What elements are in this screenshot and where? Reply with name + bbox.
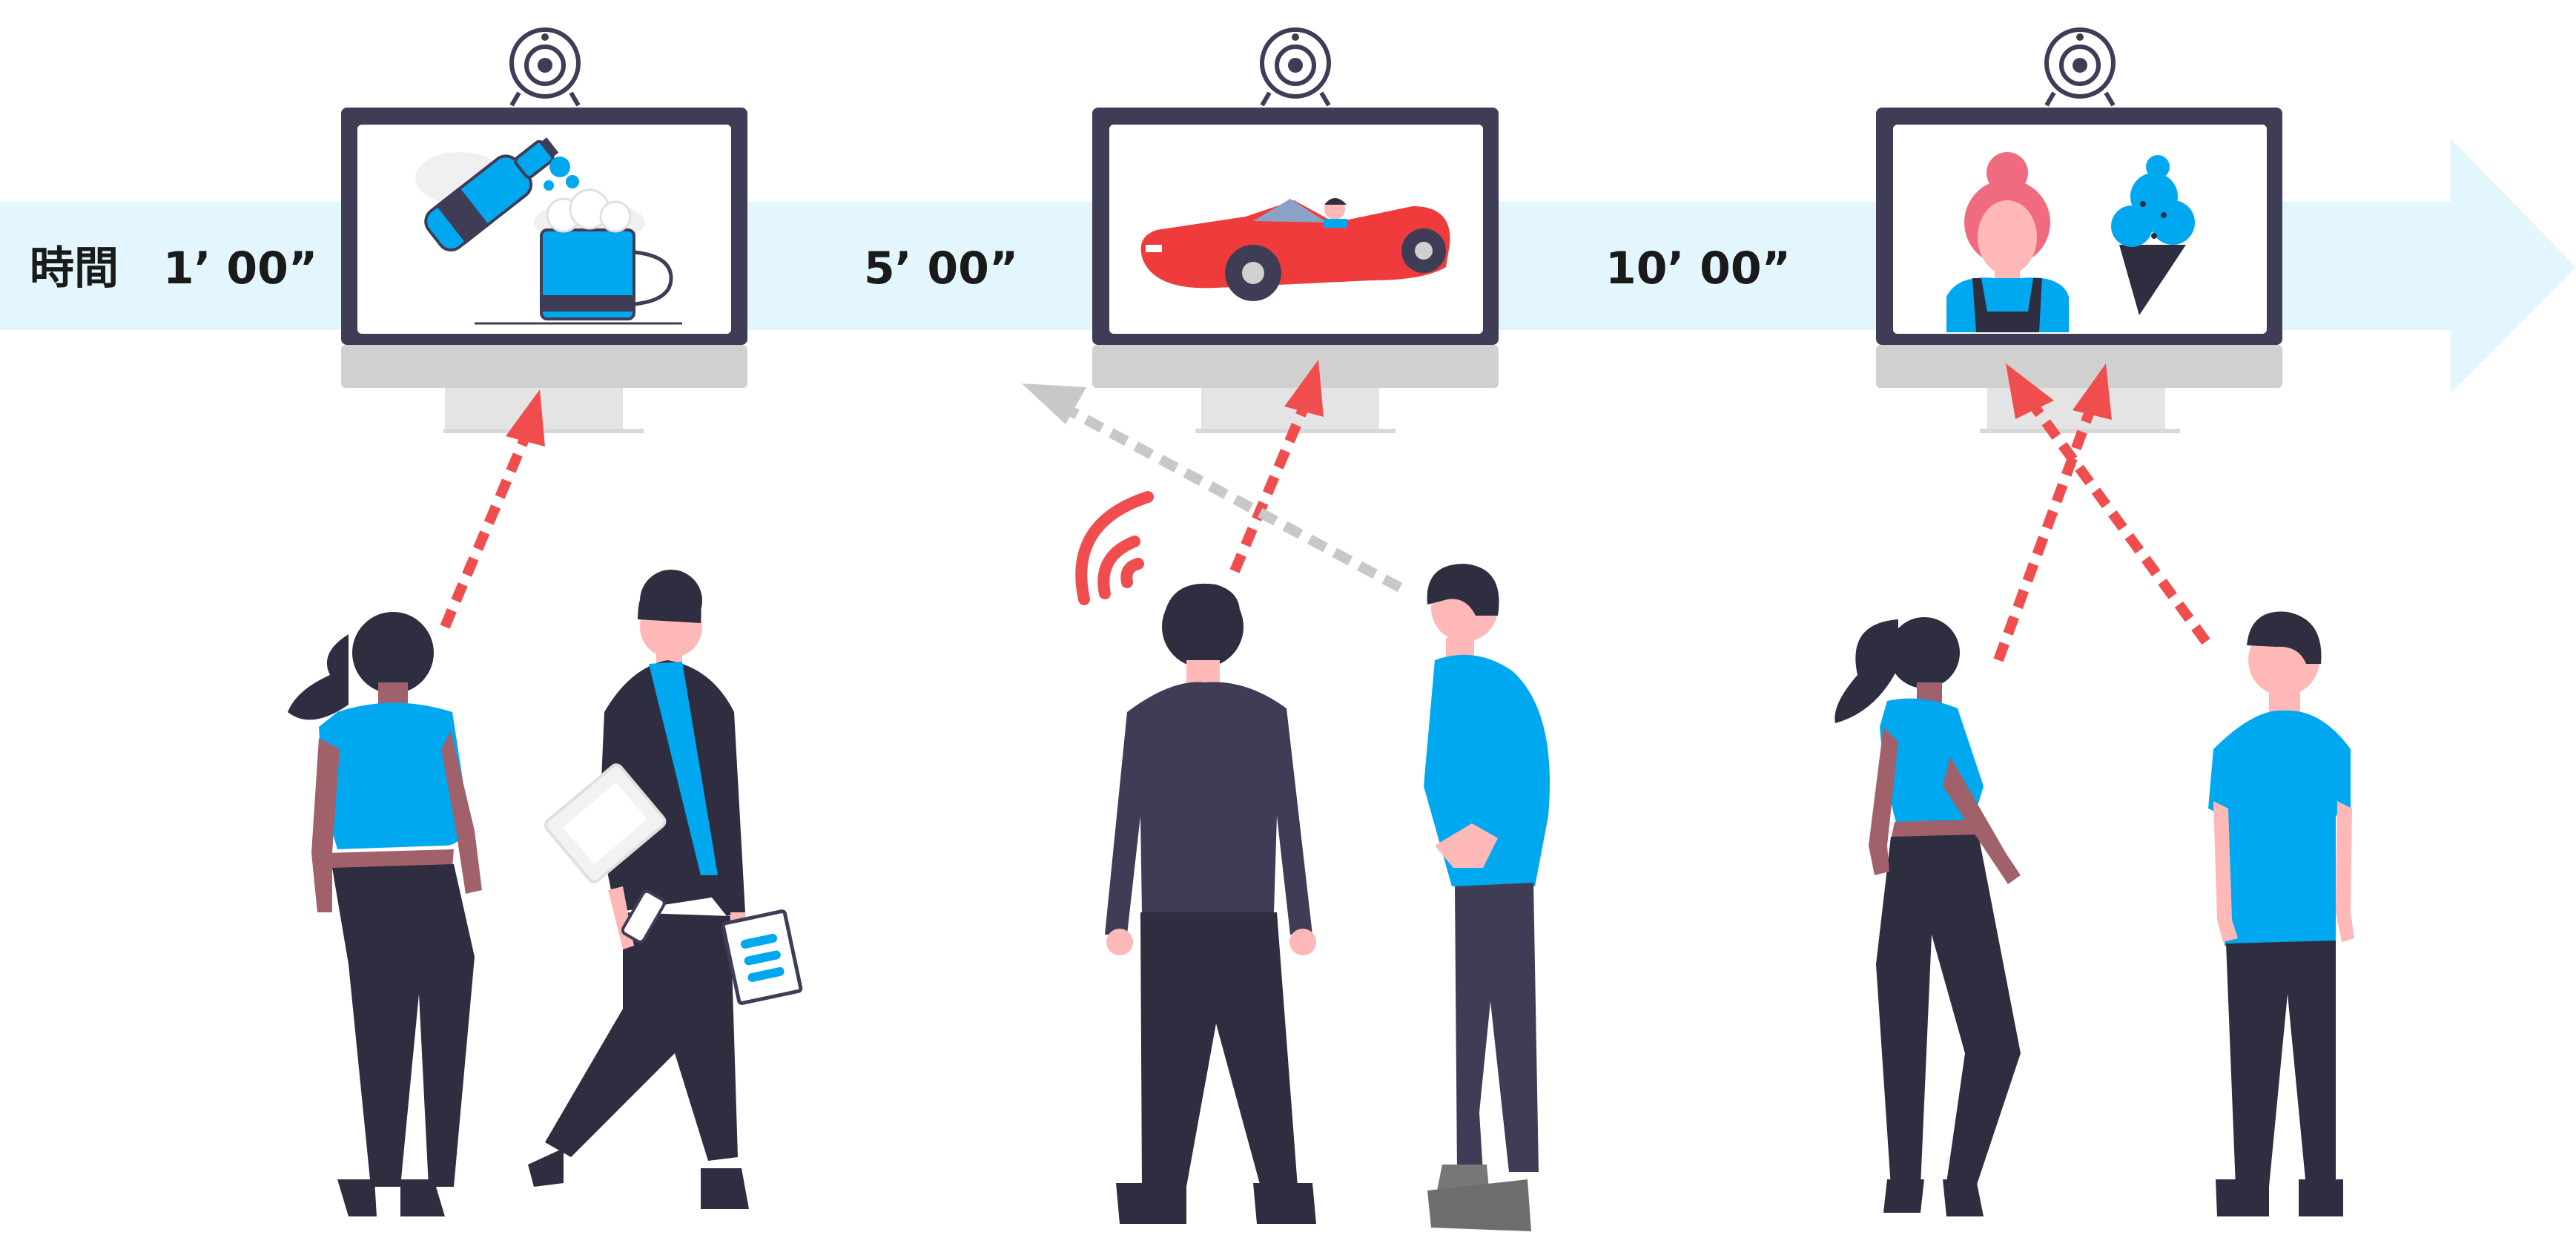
viewer-5-woman-ponytail	[1834, 617, 2021, 1216]
wifi-signal-icon	[1075, 491, 1154, 605]
ice-cream-illustration	[2111, 155, 2195, 315]
webcam-icon	[2044, 27, 2116, 107]
monitor-2	[1092, 27, 1499, 433]
tablet-icon	[544, 763, 667, 883]
webcam-icon	[1260, 27, 1331, 107]
viewer-4-man-looking-away	[1424, 564, 1550, 1231]
document-icon	[721, 909, 803, 1005]
ignore-arrow-viewer-4	[1022, 383, 1403, 593]
viewer-3-man-back	[1105, 583, 1316, 1224]
viewer-6-man-back	[2208, 611, 2354, 1216]
person-portrait-illustration	[1946, 152, 2069, 332]
monitor-1	[341, 27, 747, 433]
time-mark-3: 10’ 00”	[1605, 243, 1791, 294]
webcam-icon	[509, 27, 581, 107]
time-mark-1: 1’ 00”	[163, 243, 317, 294]
beer-bottle-illustration	[415, 137, 579, 252]
beer-mug-illustration	[475, 188, 682, 325]
gaze-arrow-viewer-5	[1993, 363, 2112, 662]
gaze-arrow-viewer-6	[2006, 363, 2210, 645]
timeline-label: 時間	[30, 243, 119, 294]
smartphone-icon	[621, 889, 666, 943]
viewer-2-man-with-tablet	[528, 570, 803, 1209]
monitor-3	[1876, 27, 2282, 433]
convertible-car-illustration	[1140, 198, 1450, 301]
gaze-arrow-viewer-3	[1229, 360, 1324, 573]
time-mark-2: 5’ 00”	[864, 243, 1018, 294]
timeline-labels: 時間 1’ 00” 5’ 00” 10’ 00”	[30, 243, 1791, 294]
viewer-1-woman	[288, 612, 482, 1216]
gaze-arrow-viewer-1	[440, 389, 545, 629]
